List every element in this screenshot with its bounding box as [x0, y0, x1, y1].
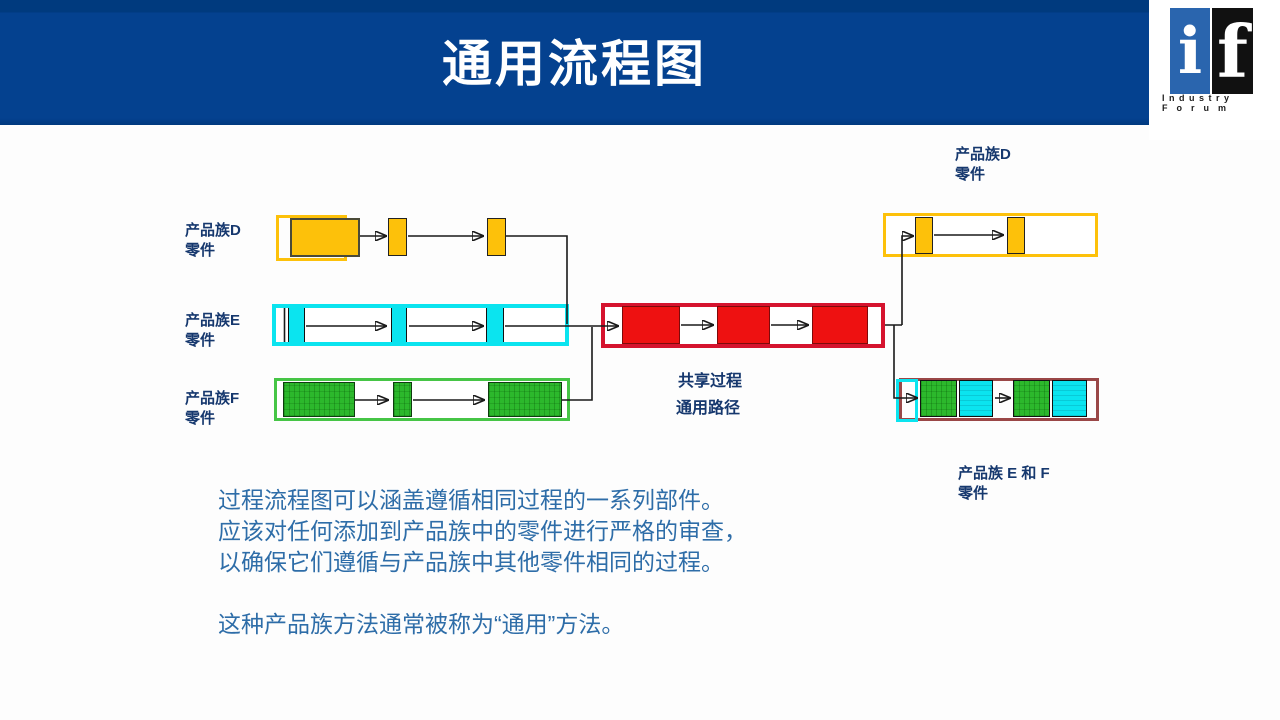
- label-family-e-left: 产品族E 零件: [185, 311, 240, 351]
- logo-f-tile: f: [1212, 8, 1253, 94]
- body-line-2: 应该对任何添加到产品族中的零件进行严格的审查，: [218, 518, 747, 544]
- label-line: 产品族 E 和 F: [958, 465, 1050, 482]
- family-d-output-step-2: [1007, 217, 1025, 254]
- label-line: 零件: [185, 410, 216, 427]
- family-ef-output-step-2: [959, 380, 993, 417]
- family-ef-output-step-1: [920, 380, 957, 417]
- family-e-step-2: [391, 308, 407, 342]
- family-e-step-1: [288, 308, 305, 342]
- label-line: 零件: [955, 166, 986, 183]
- logo-i-tile: i: [1170, 8, 1210, 94]
- family-d-step-1: [290, 218, 360, 257]
- label-line: 产品族D: [955, 146, 1011, 163]
- body-text: 过程流程图可以涵盖遵循相同过程的一系列部件。 应该对任何添加到产品族中的零件进行…: [218, 485, 747, 640]
- body-line-3: 以确保它们遵循与产品族中其他零件相同的过程。: [218, 549, 724, 575]
- label-family-d-left: 产品族D 零件: [185, 221, 241, 261]
- family-ef-output-step-3: [1013, 380, 1050, 417]
- slide-header: 通用流程图: [0, 0, 1280, 125]
- family-d-step-3: [487, 218, 506, 256]
- label-line: 产品族F: [185, 390, 240, 407]
- family-f-step-3: [488, 382, 562, 417]
- family-d-output-step-1: [915, 217, 933, 254]
- family-ef-output-step-4: [1052, 380, 1087, 417]
- logo-word-forum: Forum: [1162, 103, 1235, 113]
- label-line: 零件: [185, 332, 216, 349]
- label-common-path: 通用路径: [676, 400, 741, 417]
- label-family-ef-right: 产品族 E 和 F 零件: [958, 464, 1050, 504]
- label-family-d-right: 产品族D 零件: [955, 145, 1011, 185]
- family-ef-output-entry-box: [896, 379, 918, 422]
- family-ef-output-lane: [899, 378, 1099, 421]
- label-shared-process: 共享过程: [678, 373, 743, 390]
- label-family-f-left: 产品族F 零件: [185, 389, 239, 429]
- label-line: 产品族D: [185, 222, 241, 239]
- logo-letter-f: f: [1217, 8, 1248, 94]
- logo-word-industry: Industry: [1162, 93, 1234, 103]
- logo-letter-i: i: [1177, 13, 1203, 89]
- label-line: 零件: [958, 485, 989, 502]
- shared-process-step-3: [812, 306, 868, 344]
- body-line-1: 过程流程图可以涵盖遵循相同过程的一系列部件。: [218, 487, 724, 513]
- family-e-step-3: [486, 308, 504, 342]
- shared-process-step-2: [717, 306, 770, 344]
- body-line-4: 这种产品族方法通常被称为“通用”方法。: [218, 611, 625, 637]
- family-f-step-2: [393, 382, 412, 417]
- label-line: 零件: [185, 242, 216, 259]
- slide-title: 通用流程图: [442, 36, 707, 92]
- family-e-lane: [272, 304, 569, 346]
- family-f-step-1: [283, 382, 355, 417]
- label-line: 产品族E: [185, 312, 241, 329]
- shared-process-step-1: [622, 306, 680, 344]
- family-d-step-2: [388, 218, 407, 256]
- industry-forum-logo: i f Industry Forum: [1149, 0, 1280, 140]
